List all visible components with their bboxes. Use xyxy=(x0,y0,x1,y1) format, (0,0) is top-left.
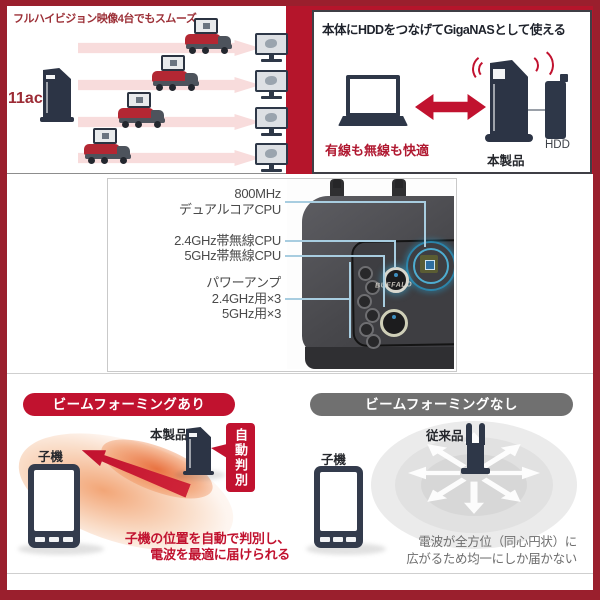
smartphone-icon xyxy=(28,464,80,548)
client-label: 子機 xyxy=(38,450,64,464)
legacy-router-base xyxy=(461,468,490,474)
tv-icon xyxy=(255,33,288,63)
section-divider xyxy=(6,573,594,574)
laptop-base xyxy=(338,116,408,126)
leader-line xyxy=(285,201,426,203)
section-divider xyxy=(0,373,600,374)
cpu-highlight-ring xyxy=(413,248,449,284)
beamforming-off-banner: ビームフォーミングなし xyxy=(310,393,573,416)
frame-right xyxy=(593,0,600,600)
radial-arrows-icon xyxy=(371,421,577,549)
router-led xyxy=(46,75,55,79)
leader-line xyxy=(285,240,396,242)
callout-cpu-line1: 800MHz xyxy=(234,186,281,201)
router-base xyxy=(485,134,533,142)
double-arrow-icon xyxy=(415,94,486,120)
panel-hd-title: フルハイビジョン映像4台でもスムーズ xyxy=(13,13,197,25)
callout-amp: パワーアンプ 2.4GHz用×3 5GHz用×3 xyxy=(110,275,281,322)
callout-amp-line3: 5GHz用×3 xyxy=(222,306,281,321)
router-bottom xyxy=(305,347,454,369)
auto-detect-badge-label: 自動判別 xyxy=(233,427,248,488)
caption-line: 子機の位置を自動で判別し、 xyxy=(124,531,290,546)
router-edge-highlight xyxy=(46,82,48,113)
11ac-label: 11ac xyxy=(8,90,43,107)
router-tower-icon xyxy=(490,60,528,136)
smartphone-icon xyxy=(314,466,363,548)
power-amp-component xyxy=(365,280,380,295)
beamforming-off-caption: 電波が全方位（同心円状）に 広がるため均一にしか届かない xyxy=(360,534,577,567)
wireless-cpu-5-component xyxy=(380,309,408,337)
truck-video-icon xyxy=(84,128,134,165)
tv-icon xyxy=(255,143,288,173)
frame-bottom xyxy=(0,590,600,600)
laptop-icon xyxy=(346,75,400,117)
truck-video-icon xyxy=(118,92,168,129)
callout-wireless5: 5GHz帯無線CPU xyxy=(184,248,281,263)
legacy-antenna xyxy=(479,423,485,445)
hdd-icon xyxy=(545,74,568,139)
router-tower-icon xyxy=(186,427,211,473)
caption-line: 広がるため均一にしか届かない xyxy=(406,551,577,566)
caption-line: 電波が全方位（同心円状）に xyxy=(418,535,577,549)
product-label: 本製品 xyxy=(487,154,525,168)
frame-top xyxy=(0,0,600,6)
leader-line xyxy=(285,255,385,257)
callout-cpu-line2: デュアルコアCPU xyxy=(178,201,281,217)
frame-left xyxy=(0,0,7,600)
callout-wireless24: 2.4GHz帯無線CPU xyxy=(174,233,281,248)
legacy-antenna xyxy=(466,423,472,445)
badge-pointer xyxy=(211,444,227,458)
board-logo: BUFFALO xyxy=(374,281,413,290)
router-tower-icon xyxy=(43,68,71,118)
auto-detect-badge: 自動判別 xyxy=(226,423,255,492)
cpu-highlight-ring xyxy=(406,241,454,291)
power-amp-component xyxy=(365,308,380,323)
panel-hd-streams: フルハイビジョン映像4台でもスムーズ 11ac xyxy=(7,6,288,174)
router-base xyxy=(40,117,74,122)
beamforming-on-banner: ビームフォーミングあり xyxy=(23,393,235,416)
tv-icon xyxy=(255,70,288,100)
router-shadow xyxy=(175,470,225,480)
cpu-chip xyxy=(420,255,438,273)
leader-line xyxy=(383,255,385,307)
legacy-product-label: 従来品 xyxy=(426,429,464,443)
callout-amp-line1: パワーアンプ xyxy=(206,275,281,290)
router-internals-photo: BUFFALO xyxy=(287,179,454,369)
client-label: 子機 xyxy=(321,453,347,467)
legacy-router-body xyxy=(467,443,484,470)
leader-line xyxy=(424,201,426,247)
caption-line: 電波を最適に届けられる xyxy=(150,547,290,562)
leader-line xyxy=(285,298,351,300)
callout-amp-line2: 2.4GHz用×3 xyxy=(211,290,282,306)
truck-video-icon xyxy=(185,18,235,55)
leader-line xyxy=(349,262,351,338)
panel-giganas: 本体にHDDをつなげてGigaNASとして使える 有線も無線も快適 本製品 HD… xyxy=(312,10,592,174)
panel-giganas-title: 本体にHDDをつなげてGigaNASとして使える xyxy=(322,23,566,37)
hdd-cable xyxy=(528,109,546,111)
router-base xyxy=(183,471,214,475)
power-amp-component xyxy=(358,266,373,281)
power-amp-component xyxy=(366,334,381,349)
truck-video-icon xyxy=(152,55,202,92)
power-amp-component xyxy=(357,294,372,309)
callout-cpu: 800MHz デュアルコアCPU xyxy=(110,186,281,217)
wired-wireless-caption: 有線も無線も快適 xyxy=(325,143,430,158)
beamforming-on-caption: 子機の位置を自動で判別し、 電波を最適に届けられる xyxy=(90,531,290,563)
leader-line xyxy=(394,240,396,268)
hdd-label: HDD xyxy=(545,139,570,151)
tv-icon xyxy=(255,107,288,137)
product-label: 本製品 xyxy=(150,428,188,442)
